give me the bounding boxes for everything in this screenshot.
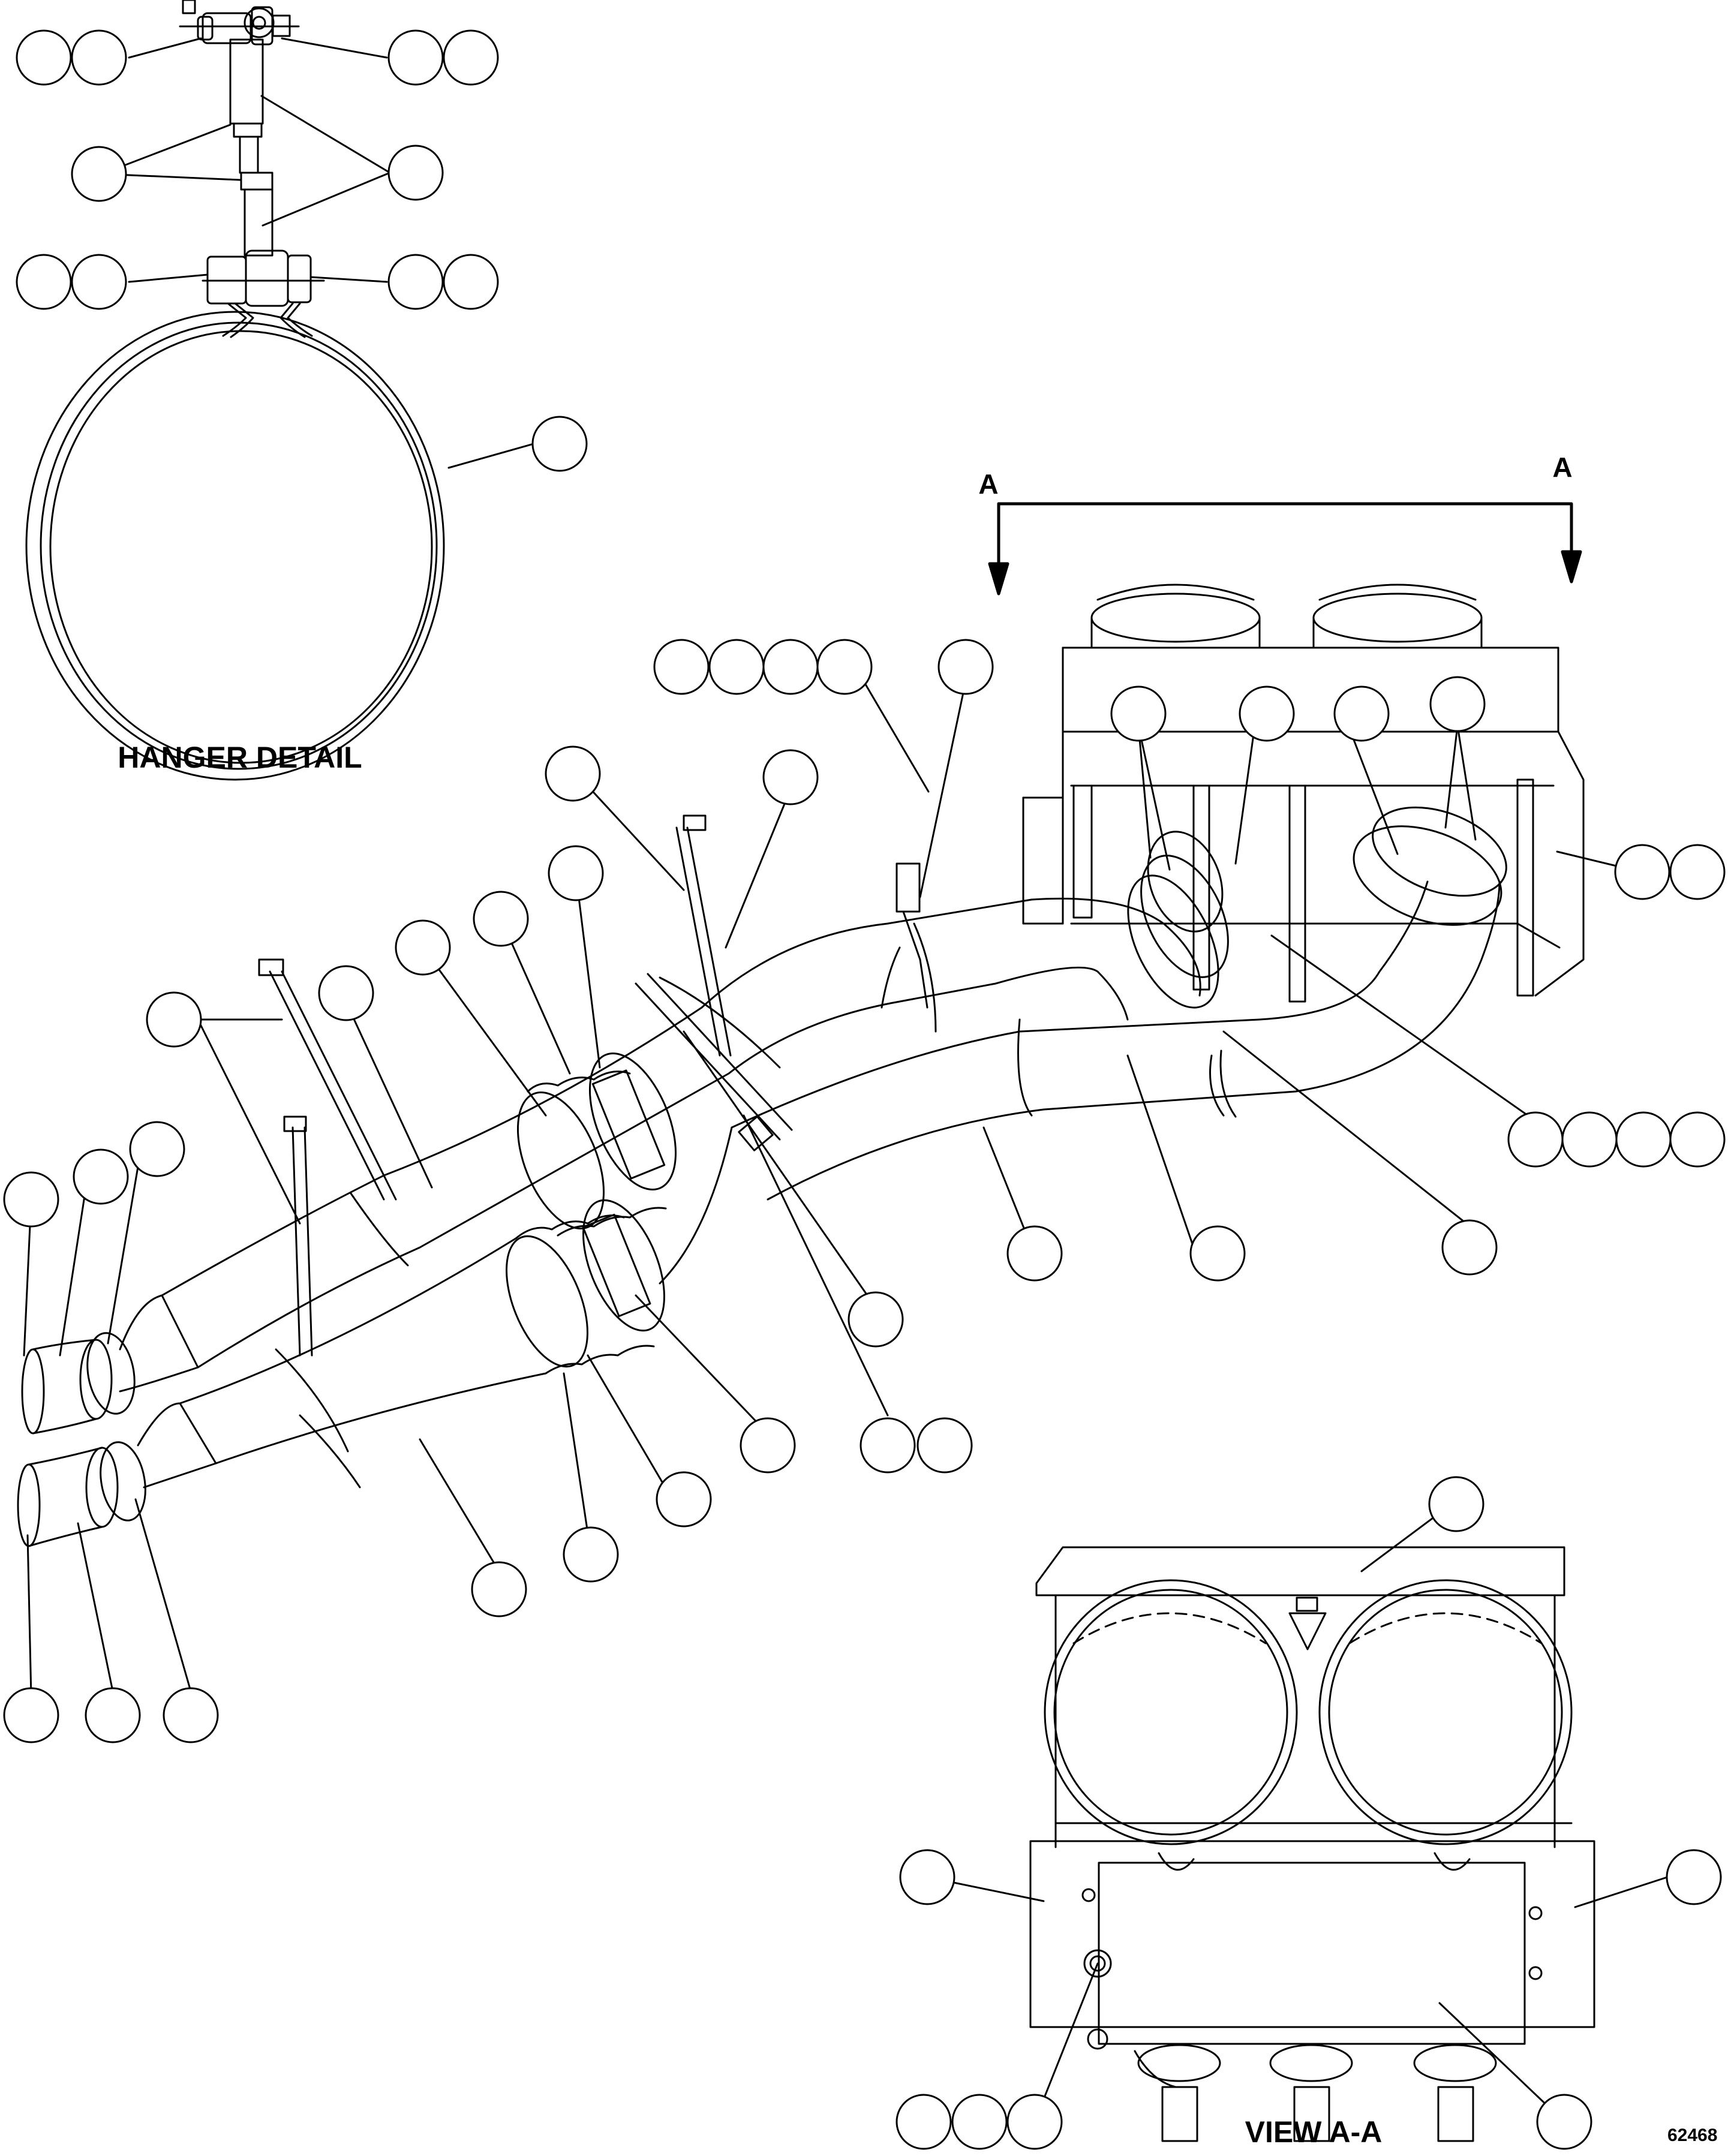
hanger-detail-drawing — [25, 0, 445, 781]
callout-bubble — [387, 254, 444, 310]
callout-bubble — [71, 146, 127, 202]
callout-bubble — [816, 639, 873, 695]
callout-bubble — [16, 254, 72, 310]
callout-bubble — [1666, 1849, 1722, 1905]
callout-bubble — [1561, 1111, 1618, 1168]
callout-bubble — [740, 1417, 796, 1474]
view-aa-drawing — [1029, 1546, 1595, 2142]
hanger-detail-caption: HANGER DETAIL — [118, 741, 362, 774]
callout-bubble — [1669, 1111, 1726, 1168]
callout-bubble — [708, 639, 765, 695]
callout-bubble — [473, 891, 529, 947]
callout-bubble — [762, 749, 819, 805]
section-mark-right: A — [1552, 452, 1573, 483]
callout-bubbles — [3, 29, 1726, 2150]
callout-bubble — [387, 145, 444, 201]
callout-bubble — [1536, 2094, 1592, 2150]
callout-bubble — [16, 29, 72, 86]
callout-bubble — [471, 1561, 527, 1617]
callout-bubble — [860, 1417, 916, 1474]
callout-bubble — [545, 745, 601, 802]
callout-bubble — [1669, 844, 1726, 900]
callout-bubble — [848, 1291, 904, 1348]
callout-bubble — [1006, 2094, 1063, 2150]
callout-bubble — [937, 639, 994, 695]
callout-bubble — [1006, 1225, 1063, 1282]
callout-bubble — [443, 29, 499, 86]
callout-bubble — [146, 991, 202, 1048]
callout-bubble — [899, 1849, 955, 1905]
callout-bubble — [3, 1171, 59, 1228]
callout-bubble — [916, 1417, 973, 1474]
callout-bubble — [1428, 1476, 1484, 1532]
callout-bubble — [1110, 685, 1167, 742]
section-mark-left: A — [978, 468, 999, 500]
section-line-a-a — [988, 502, 1582, 596]
figure-number: 62468 — [1667, 2125, 1718, 2145]
leader-lines — [23, 37, 1669, 2123]
callout-bubble — [318, 965, 374, 1021]
view-aa-caption: VIEW A-A — [1245, 2115, 1383, 2149]
callout-bubble — [395, 919, 451, 976]
callout-bubble — [71, 254, 127, 310]
callout-bubble — [85, 1687, 141, 1743]
callout-bubble — [1239, 685, 1295, 742]
callout-bubble — [1429, 676, 1486, 732]
callout-bubble — [951, 2094, 1008, 2150]
callout-bubble — [653, 639, 710, 695]
callout-bubble — [73, 1148, 129, 1205]
callout-bubble — [163, 1687, 219, 1743]
callout-bubble — [656, 1471, 712, 1527]
callout-bubble — [443, 254, 499, 310]
callout-bubble — [3, 1687, 59, 1743]
callout-bubble — [387, 29, 444, 86]
callout-bubble — [762, 639, 819, 695]
callout-bubble — [71, 29, 127, 86]
callout-bubble — [1333, 685, 1390, 742]
callout-bubble — [563, 1526, 619, 1583]
callout-bubble — [531, 416, 588, 472]
callout-bubble — [1614, 844, 1670, 900]
callout-bubble — [895, 2094, 952, 2150]
callout-bubble — [1615, 1111, 1672, 1168]
callout-bubble — [548, 845, 604, 901]
callout-bubble — [129, 1121, 185, 1177]
exhaust-assembly-drawing — [17, 584, 1585, 1547]
callout-bubble — [1189, 1225, 1246, 1282]
callout-bubble — [1507, 1111, 1564, 1168]
callout-bubble — [1441, 1219, 1498, 1276]
